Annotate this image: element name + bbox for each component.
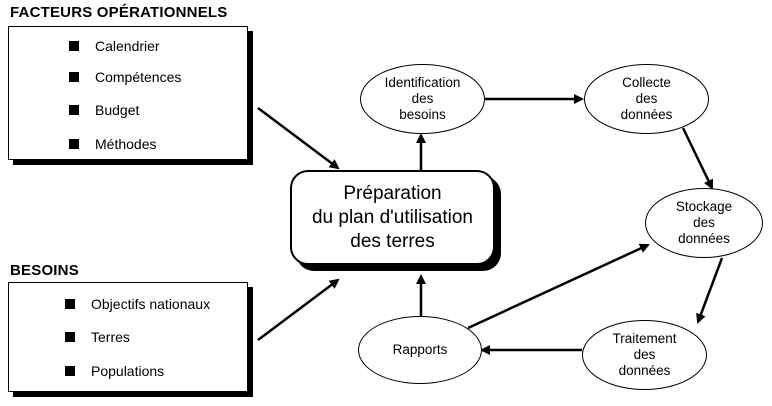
factor-label: Budget bbox=[95, 102, 140, 118]
center-line-1: Préparation bbox=[343, 182, 442, 204]
node-traitement-line-3: données bbox=[618, 363, 671, 378]
operational-factors-title: FACTEURS OPÉRATIONNELS bbox=[10, 4, 228, 21]
bullet-icon bbox=[65, 299, 75, 309]
need-item-populations: Populations bbox=[9, 361, 164, 381]
node-stockage-line-2: des bbox=[693, 215, 715, 230]
center-line-3: des terres bbox=[350, 230, 435, 252]
factor-label: Calendrier bbox=[95, 38, 160, 54]
node-traitement: Traitement des données bbox=[582, 320, 707, 390]
node-stockage-line-3: données bbox=[678, 231, 730, 246]
need-item-terres: Terres bbox=[9, 327, 130, 347]
factor-label: Compétences bbox=[95, 69, 182, 85]
node-identification-line-3: besoins bbox=[399, 107, 446, 122]
arrow-rapports-to-stockage bbox=[467, 243, 650, 330]
arrow-factors-to-plan bbox=[257, 107, 340, 170]
node-stockage-line-1: Stockage bbox=[675, 199, 733, 214]
operational-factors-panel: Calendrier Compétences Budget Méthodes bbox=[8, 26, 248, 160]
node-identification: Identification des besoins bbox=[360, 64, 485, 134]
factor-label: Méthodes bbox=[95, 136, 157, 152]
factor-item-calendrier: Calendrier bbox=[9, 36, 160, 56]
node-rapports: Rapports bbox=[358, 316, 482, 384]
node-rapports-line-1: Rapports bbox=[392, 342, 448, 357]
needs-panel: Objectifs nationaux Terres Populations bbox=[8, 282, 248, 392]
node-collecte-line-3: données bbox=[620, 107, 673, 122]
factor-item-methodes: Méthodes bbox=[9, 134, 156, 154]
land-use-plan-preparation-box: Préparation du plan d'utilisation des te… bbox=[290, 170, 495, 265]
arrow-collecte-to-stockage bbox=[681, 127, 714, 190]
arrow-needs-to-plan bbox=[257, 278, 340, 341]
need-label: Populations bbox=[91, 363, 165, 379]
node-collecte-line-1: Collecte bbox=[622, 75, 671, 90]
node-traitement-line-1: Traitement bbox=[612, 331, 677, 346]
needs-title: BESOINS bbox=[10, 262, 79, 279]
bullet-icon bbox=[69, 72, 79, 82]
factor-item-competences: Compétences bbox=[9, 67, 181, 87]
arrow-stockage-to-traitement bbox=[696, 257, 724, 324]
need-label: Terres bbox=[91, 329, 130, 345]
node-collecte: Collecte des données bbox=[584, 64, 709, 134]
bullet-icon bbox=[69, 105, 79, 115]
node-stockage: Stockage des données bbox=[645, 188, 763, 258]
node-identification-line-2: des bbox=[411, 91, 434, 106]
center-line-2: du plan d'utilisation bbox=[311, 206, 474, 228]
need-label: Objectifs nationaux bbox=[91, 296, 211, 312]
bullet-icon bbox=[65, 332, 75, 342]
bullet-icon bbox=[69, 139, 79, 149]
factor-item-budget: Budget bbox=[9, 100, 139, 120]
node-collecte-line-2: des bbox=[635, 91, 658, 106]
bullet-icon bbox=[65, 366, 75, 376]
node-traitement-line-2: des bbox=[633, 347, 656, 362]
node-identification-line-1: Identification bbox=[384, 75, 461, 90]
need-item-objectifs: Objectifs nationaux bbox=[9, 294, 210, 314]
bullet-icon bbox=[69, 41, 79, 51]
